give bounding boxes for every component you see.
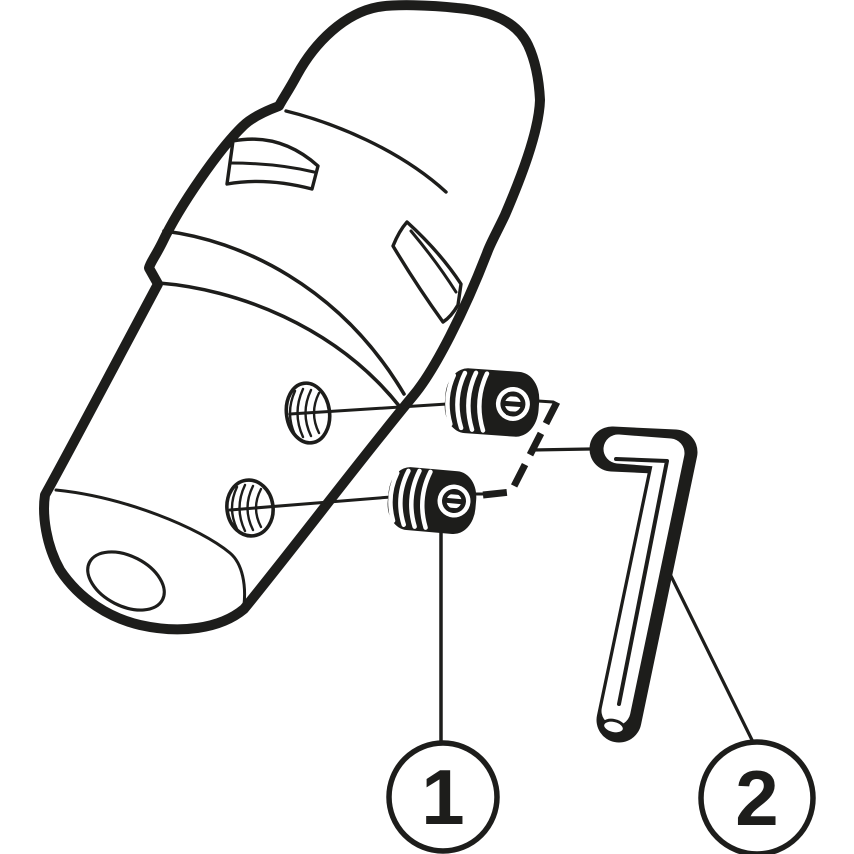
left-slot-inner-edge: [228, 161, 316, 174]
upper-hole-leader: [288, 402, 449, 416]
screw-axis-stub-upper: [536, 399, 555, 404]
body-silhouette: [39, 0, 545, 635]
callout-1: 1: [386, 740, 500, 854]
callout-2-balloon: [698, 739, 816, 854]
collar-bottom-edge: [162, 229, 406, 396]
set-screw-upper-threads: [445, 370, 490, 433]
toolholder-body: [39, 0, 545, 635]
callout2-leader: [669, 574, 755, 744]
hex-key-connector: [530, 447, 592, 452]
leader-lines: [228, 399, 755, 745]
set-screw-lower-socket: [437, 484, 471, 518]
bottom-face-edge: [54, 488, 247, 607]
callout-2: 2: [698, 739, 816, 854]
callout-1-balloon: [386, 740, 500, 854]
callout-2-number: 2: [735, 754, 778, 842]
lower-hole-leader: [228, 495, 393, 512]
hex-key: [589, 426, 698, 743]
set-screw-lower-threads: [388, 468, 433, 530]
right-slot-inner-edge: [409, 229, 458, 294]
collar-top-edge: [284, 109, 448, 194]
set-screw-lower: [387, 467, 477, 535]
groove-edge: [157, 281, 402, 409]
hex-key-tip-face: [601, 718, 626, 736]
set-screw-upper-socket: [495, 386, 530, 421]
assembly-axis-dashed: [482, 400, 561, 499]
bottom-face-bore: [86, 550, 166, 612]
callout-1-number: 1: [421, 753, 464, 841]
hex-key-edge-line: [614, 457, 669, 706]
right-slot: [391, 220, 463, 324]
set-screw-upper: [444, 368, 540, 437]
